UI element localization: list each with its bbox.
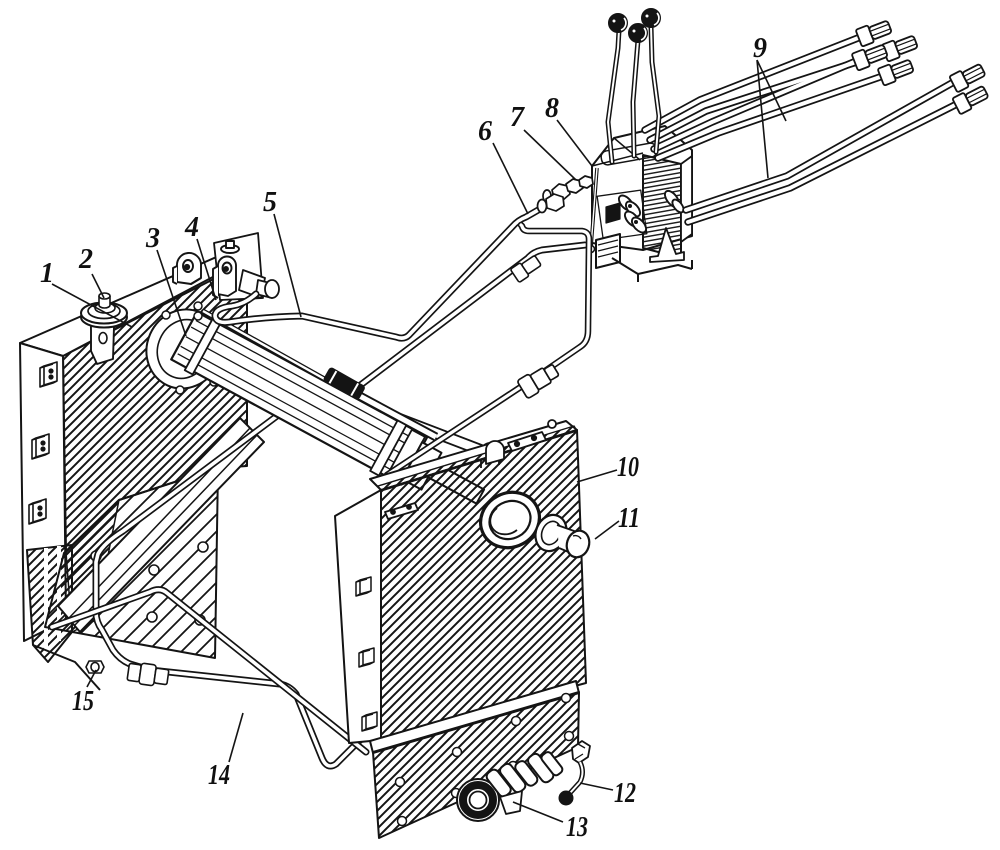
svg-text:11: 11 — [618, 503, 640, 534]
svg-text:4: 4 — [184, 212, 199, 243]
svg-text:9: 9 — [753, 33, 767, 64]
svg-text:10: 10 — [617, 452, 639, 483]
svg-text:3: 3 — [145, 223, 160, 254]
svg-text:12: 12 — [614, 778, 636, 809]
svg-text:7: 7 — [510, 102, 525, 133]
svg-text:14: 14 — [208, 760, 230, 791]
svg-text:13: 13 — [566, 812, 588, 843]
svg-text:8: 8 — [545, 93, 559, 124]
svg-text:5: 5 — [263, 187, 277, 218]
svg-text:6: 6 — [478, 116, 492, 147]
svg-text:15: 15 — [72, 686, 94, 717]
svg-text:2: 2 — [78, 244, 93, 275]
svg-text:1: 1 — [40, 258, 54, 289]
